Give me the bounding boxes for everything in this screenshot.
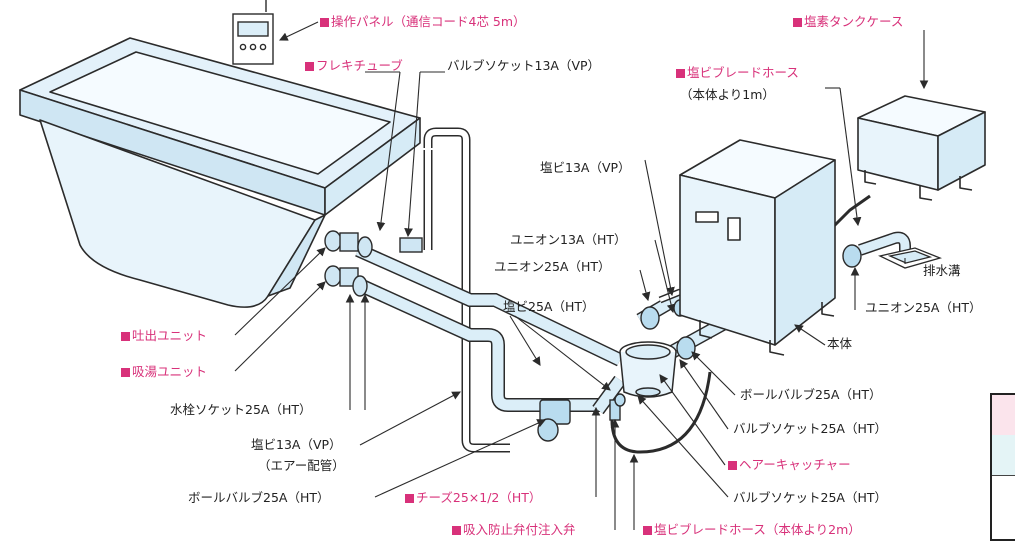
label-outlet-unit: 吐出ユニット <box>121 328 207 343</box>
label-ball-valve-25a-ht-left: ボールバルブ25A（HT） <box>188 490 330 505</box>
label-drain-ditch: 排水溝 <box>923 263 961 278</box>
main-body-unit <box>679 139 836 356</box>
label-main-body: 本体 <box>827 336 853 351</box>
label-control-panel: 操作パネル（通信コード4芯 5m） <box>320 14 526 29</box>
control-panel-device <box>232 0 274 65</box>
label-pvc-25a-ht: 塩ビ25A（HT） <box>503 299 595 314</box>
label-intake-unit: 吸湯ユニット <box>121 364 207 379</box>
label-union-25a-ht-right: ユニオン25A（HT） <box>865 300 982 315</box>
legend-row-blue <box>992 435 1015 476</box>
label-pvc-13a-vp-lower: 塩ビ13A（VP） <box>251 437 342 452</box>
bullet-square-icon <box>793 18 802 27</box>
label-from-body-1m: （本体より1m） <box>680 87 775 102</box>
label-hair-catcher: ヘアーキャッチャー <box>728 457 851 472</box>
bathtub <box>19 37 421 308</box>
legend-table-fragment <box>990 393 1015 541</box>
leader-lines <box>234 21 929 530</box>
label-faucet-socket-25a-ht: 水栓ソケット25A（HT） <box>170 402 312 417</box>
bullet-square-icon <box>405 494 414 503</box>
bullet-square-icon <box>452 526 461 535</box>
label-valve-socket-25a-ht-lower: バルブソケット25A（HT） <box>733 490 887 505</box>
drain-ditch <box>878 247 943 269</box>
label-air-piping: （エアー配管） <box>258 458 345 473</box>
label-pvc-13a-vp-top: 塩ビ13A（VP） <box>540 160 631 175</box>
label-pvc-braided-hose-1m: 塩ビブレードホース <box>676 65 799 80</box>
label-valve-socket-13a-vp: バルブソケット13A（VP） <box>447 58 601 73</box>
tub-fittings <box>324 230 423 297</box>
label-tees: チーズ25×1/2（HT） <box>405 490 541 505</box>
bullet-square-icon <box>676 69 685 78</box>
label-ball-valve-25a-ht-right: ボールバルブ25A（HT） <box>740 387 882 402</box>
hair-catcher-device <box>619 341 677 398</box>
bullet-square-icon <box>305 62 314 71</box>
bullet-square-icon <box>121 332 130 341</box>
label-union-25a-ht-left: ユニオン25A（HT） <box>494 259 611 274</box>
label-check-valve-inlet: 吸入防止弁付注入弁 <box>452 522 576 537</box>
legend-row-pink <box>992 395 1015 436</box>
label-chlorine-tank-case: 塩素タンクケース <box>793 14 903 29</box>
bullet-square-icon <box>643 526 652 535</box>
label-valve-socket-25a-ht-upper: バルブソケット25A（HT） <box>733 421 887 436</box>
bullet-square-icon <box>728 461 737 470</box>
label-pvc-braided-hose-2m: 塩ビブレードホース（本体より2m） <box>643 522 861 537</box>
chlorine-tank-case <box>857 95 986 201</box>
label-union-13a-ht: ユニオン13A（HT） <box>510 232 627 247</box>
bullet-square-icon <box>121 368 130 377</box>
label-flexi-tube: フレキチューブ <box>305 58 403 73</box>
bullet-square-icon <box>320 18 329 27</box>
